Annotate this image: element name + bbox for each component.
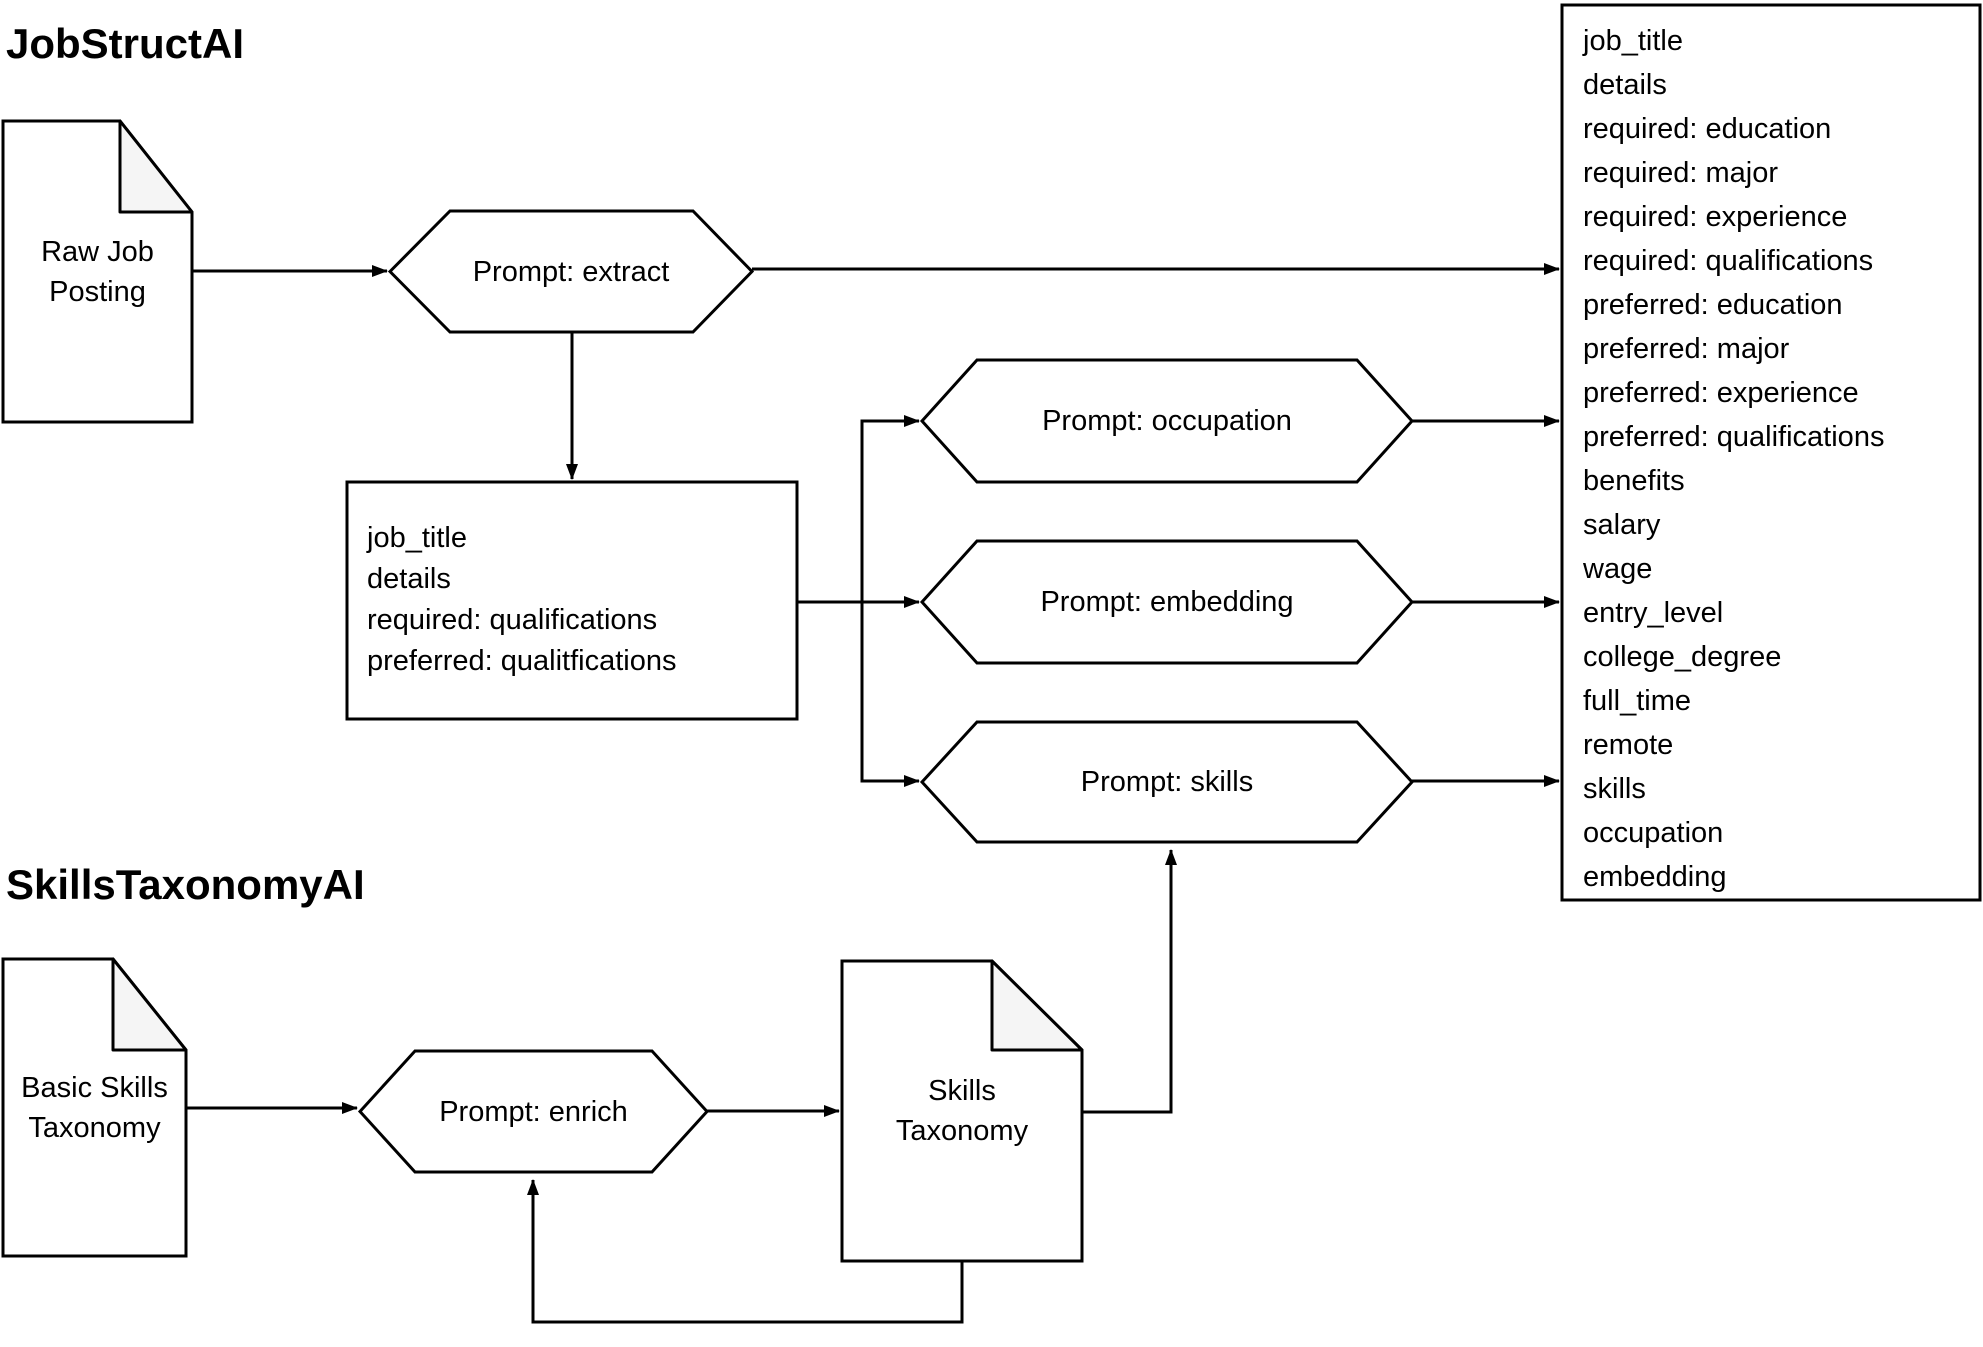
skills-taxonomy-label-line1: Skills	[928, 1075, 996, 1107]
skills-taxonomy-label-line2: Taxonomy	[895, 1115, 1029, 1147]
basic-skills-taxonomy-label-line2: Taxonomy	[28, 1111, 161, 1144]
connector-skillstaxonomy-feedback-to-enrich	[527, 1179, 964, 1324]
extracted-field: job_title	[367, 522, 467, 554]
extracted-fields-list: job_title details required: qualificatio…	[347, 482, 797, 719]
connector-branch-to-skills	[860, 602, 920, 787]
extracted-field: details	[367, 563, 451, 595]
prompt-skills-hexagon-shape	[919, 720, 1415, 844]
prompt-enrich-hexagon-shape	[357, 1049, 710, 1174]
prompt-embedding-hexagon-shape	[919, 539, 1415, 665]
job-record-field: preferred: experience	[1583, 377, 1859, 409]
job-record-field: preferred: education	[1583, 289, 1843, 321]
extracted-field: required: qualifications	[367, 604, 658, 636]
raw-job-posting-fold-corner	[118, 119, 194, 214]
basic-skills-taxonomy-fold-corner	[111, 957, 188, 1052]
raw-job-posting-label-line1: Raw Job	[41, 235, 154, 268]
skillstaxonomy-section-title: SkillsTaxonomyAI	[6, 861, 365, 908]
job-record-field: occupation	[1583, 817, 1724, 849]
job-record-field: preferred: major	[1583, 333, 1790, 365]
job-record-field: required: experience	[1583, 201, 1848, 233]
prompt-embedding-label: Prompt: embedding	[1040, 586, 1294, 618]
prompt-enrich-label: Prompt: enrich	[439, 1095, 628, 1128]
prompt-occupation-label: Prompt: occupation	[1042, 405, 1292, 437]
job-record-field: skills	[1583, 773, 1646, 805]
job-record-field-list: job_title details required: education re…	[1562, 5, 1980, 900]
extracted-fields-box-shape	[345, 480, 799, 721]
job-record-field: embedding	[1583, 861, 1727, 893]
job-record-field: wage	[1583, 553, 1653, 585]
prompt-extract-label: Prompt: extract	[472, 255, 670, 288]
job-record-field: salary	[1583, 509, 1661, 541]
job-record-field: required: major	[1583, 157, 1779, 189]
job-record-box-shape	[1560, 3, 1982, 902]
prompt-skills-label: Prompt: skills	[1080, 766, 1254, 798]
jobstruct-section-title: JobStructAI	[6, 20, 245, 67]
prompt-occupation-hexagon-shape	[919, 358, 1415, 484]
job-record-field: benefits	[1583, 465, 1685, 497]
basic-skills-taxonomy-label: Basic Skills Taxonomy	[3, 959, 186, 1256]
job-record-field: required: education	[1583, 113, 1832, 145]
extracted-field: preferred: qualitfications	[367, 645, 677, 677]
job-record-field: entry_level	[1583, 597, 1724, 629]
basic-skills-taxonomy-label-line1: Basic Skills	[21, 1071, 168, 1104]
job-record-field: remote	[1583, 729, 1674, 761]
job-record-field: college_degree	[1583, 641, 1782, 673]
job-record-field: full_time	[1583, 685, 1691, 717]
skills-taxonomy-label: Skills Taxonomy	[842, 961, 1082, 1261]
raw-job-posting-label-line2: Posting	[49, 275, 146, 308]
skills-taxonomy-fold-corner	[990, 959, 1084, 1052]
connector-branch-to-occupation	[860, 415, 920, 602]
job-record-field: required: qualifications	[1583, 245, 1874, 277]
raw-job-posting-label: Raw Job Posting	[3, 121, 192, 422]
job-record-field: details	[1583, 69, 1667, 101]
connector-skillstaxonomy-to-promptskills	[1082, 849, 1177, 1114]
job-record-field: job_title	[1583, 25, 1683, 57]
prompt-extract-hexagon-shape	[387, 209, 755, 334]
job-record-field: preferred: qualifications	[1583, 421, 1885, 453]
